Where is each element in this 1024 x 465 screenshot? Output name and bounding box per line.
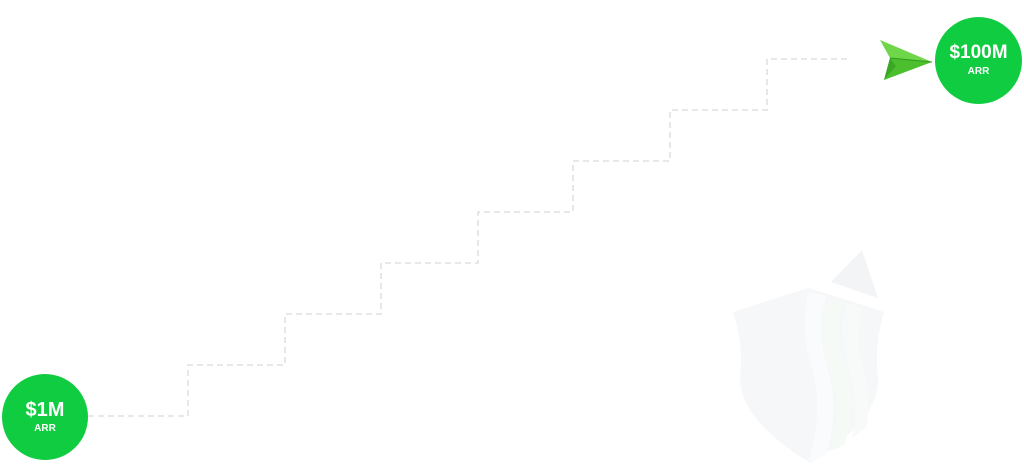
shield-plane-fragment (831, 250, 878, 298)
shield-stripe-3 (842, 303, 869, 438)
paper-plane-icon (880, 40, 933, 80)
staircase-dashed-line (88, 58, 848, 417)
end-milestone-unit: ARR (967, 66, 990, 77)
start-milestone-unit: ARR (34, 422, 56, 434)
end-milestone-amount: $100M (949, 42, 1008, 63)
shield-stripe-1 (804, 292, 834, 462)
start-milestone-amount: $1M (25, 398, 65, 421)
start-milestone-badge: $1M ARR (2, 374, 88, 460)
end-milestone-badge: $100M ARR (935, 17, 1022, 104)
shield-stripe-2 (823, 298, 851, 452)
